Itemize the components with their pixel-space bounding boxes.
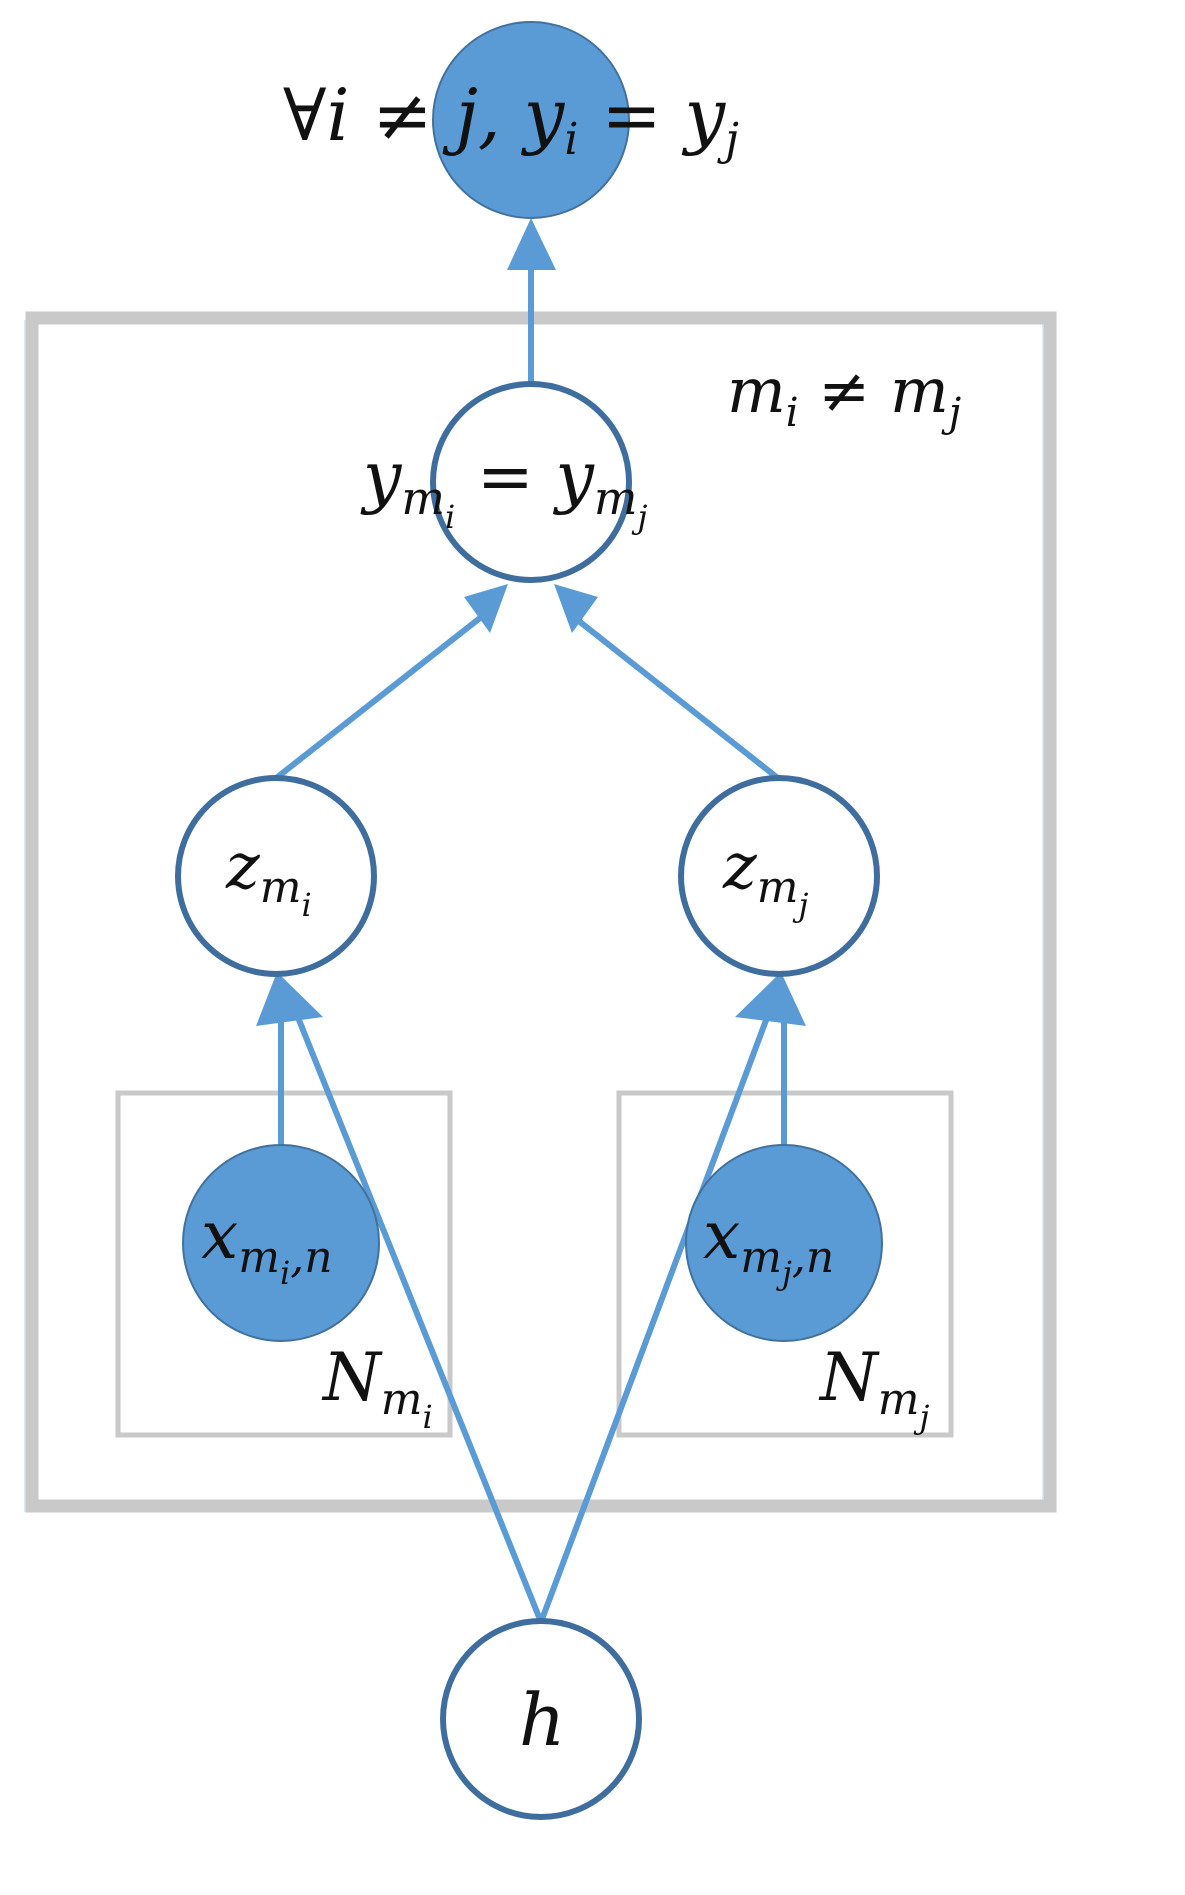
node-z-right: zmj bbox=[678, 775, 880, 977]
plate-outer bbox=[24, 311, 1057, 1513]
y-sub2: m bbox=[594, 471, 638, 525]
plate-left-label: Nmi bbox=[321, 1339, 433, 1436]
edge-zleft-to-y bbox=[273, 615, 482, 782]
arrowhead-zright bbox=[735, 972, 806, 1026]
node-x-right: xmj,n bbox=[685, 1144, 883, 1342]
zright-label: z bbox=[722, 830, 758, 904]
top-label: ∀i ≠ j, y bbox=[283, 73, 566, 157]
svg-text:xmj,n: xmj,n bbox=[703, 1197, 834, 1292]
arrowhead-y-left bbox=[464, 584, 508, 633]
y-label: y bbox=[360, 438, 403, 517]
arrowhead-zleft bbox=[256, 972, 323, 1026]
plate-right-label: Nmj bbox=[818, 1339, 929, 1436]
h-label: h bbox=[519, 1678, 565, 1762]
svg-text:∀i ≠ j, yi = yj: ∀i ≠ j, yi = yj bbox=[283, 73, 739, 165]
svg-text:zmi: zmi bbox=[225, 830, 312, 924]
xleft-subsub: i bbox=[280, 1254, 290, 1292]
plate-outer-label: mi ≠ mj bbox=[727, 354, 961, 436]
xleft-subtail: ,n bbox=[290, 1232, 332, 1283]
xright-sub: m bbox=[740, 1232, 782, 1283]
top-label-eq: = y bbox=[578, 73, 726, 157]
arrowhead-y-right bbox=[554, 584, 598, 633]
node-y-pair: ymi = ymj bbox=[360, 381, 648, 583]
zleft-sub: m bbox=[260, 862, 302, 913]
y-eq: = y bbox=[455, 438, 595, 517]
node-h: h bbox=[440, 1618, 642, 1820]
svg-text:zmj: zmj bbox=[722, 830, 808, 924]
edge-h-to-zleft bbox=[294, 1013, 544, 1624]
arrowhead-top bbox=[507, 218, 556, 270]
edges bbox=[256, 218, 806, 1624]
top-label-sub: i bbox=[564, 114, 578, 165]
zleft-subsub: i bbox=[301, 886, 311, 924]
xright-subtail: ,n bbox=[792, 1232, 834, 1283]
node-x-left: xmi,n bbox=[182, 1144, 380, 1342]
edge-h-to-zright bbox=[538, 1013, 771, 1624]
y-subsub1: i bbox=[445, 498, 455, 536]
svg-text:xmi,n: xmi,n bbox=[201, 1197, 333, 1292]
y-sub1: m bbox=[401, 471, 445, 525]
zright-sub: m bbox=[757, 862, 799, 913]
xright-label: x bbox=[703, 1197, 740, 1274]
node-top: ∀i ≠ j, yi = yj bbox=[283, 21, 739, 219]
zleft-label: z bbox=[225, 830, 261, 904]
xleft-sub: m bbox=[238, 1232, 280, 1283]
node-z-left: zmi bbox=[175, 775, 377, 977]
xleft-label: x bbox=[201, 1197, 238, 1274]
edge-zright-to-y bbox=[573, 615, 781, 782]
